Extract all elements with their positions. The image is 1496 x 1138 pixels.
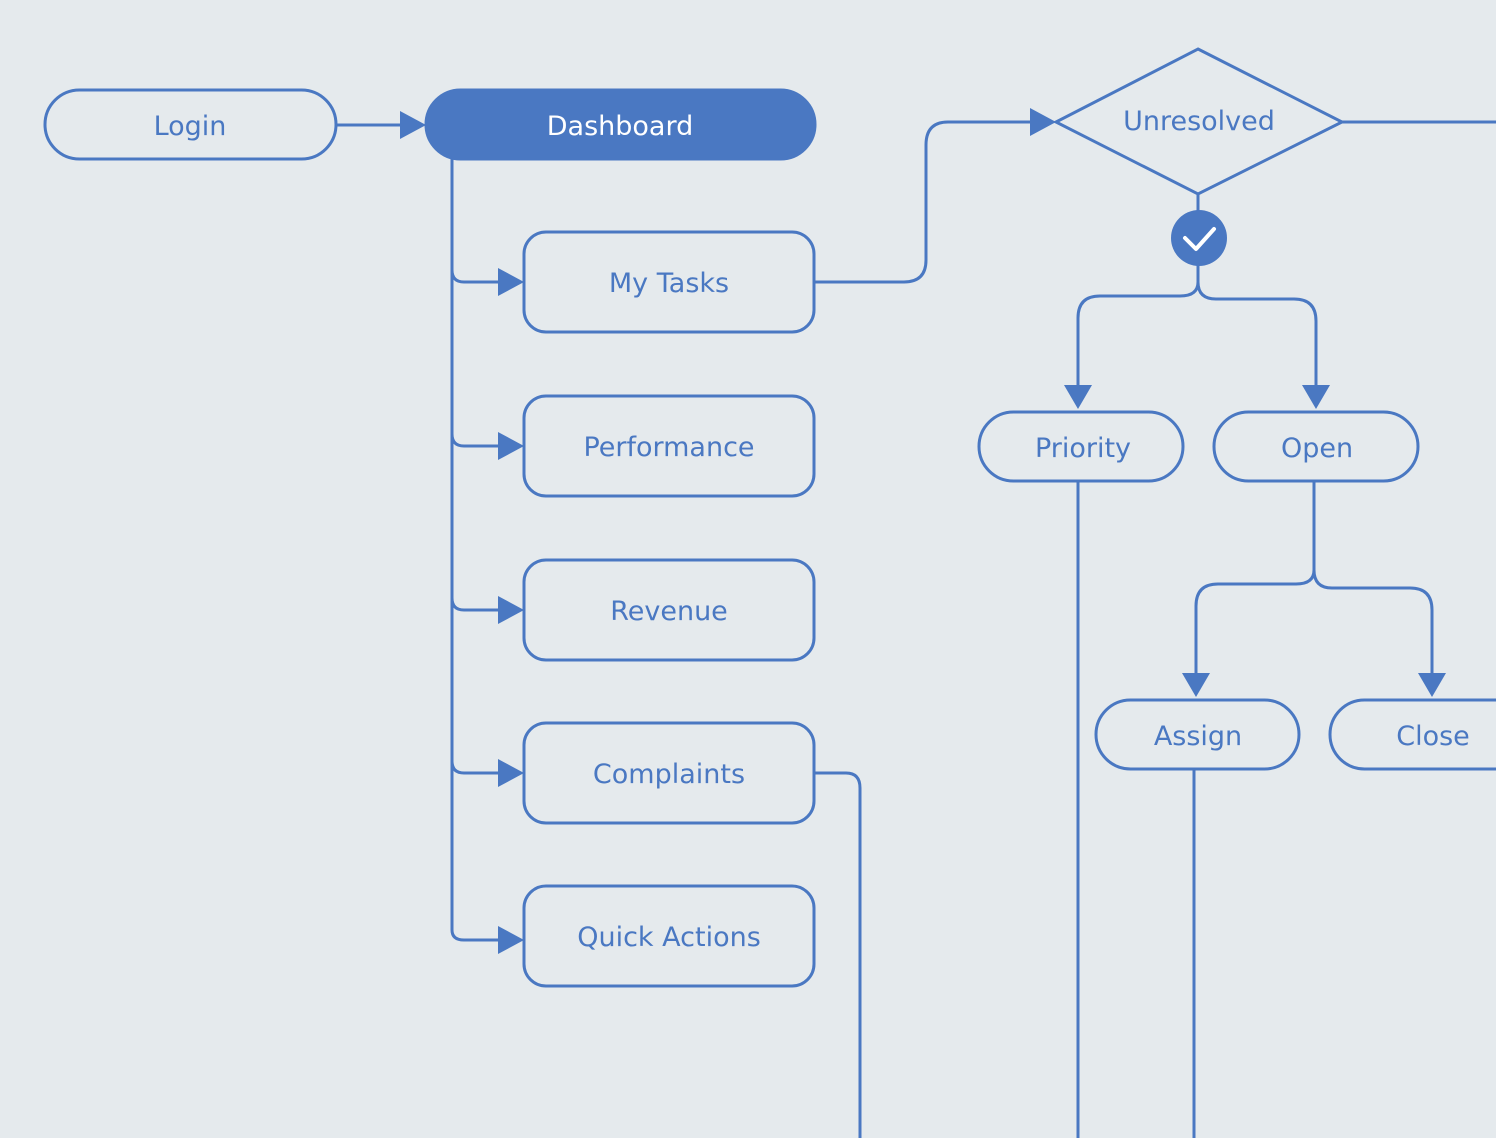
node-assign[interactable]: Assign	[1094, 698, 1301, 771]
node-performance[interactable]: Performance	[522, 394, 816, 498]
node-assign-label: Assign	[1154, 721, 1242, 752]
node-priority[interactable]: Priority	[977, 410, 1185, 483]
edge-my-tasks-unresolved	[812, 120, 1034, 284]
node-dashboard-label: Dashboard	[547, 111, 693, 142]
arrow-head	[498, 268, 524, 296]
arrow-head	[1302, 385, 1330, 409]
node-complaints-label: Complaints	[593, 759, 745, 790]
arrow-head	[498, 926, 524, 954]
node-close-label: Close	[1396, 721, 1470, 752]
arrow-head	[1064, 385, 1092, 409]
edge-complaints-offscreen	[812, 771, 862, 1138]
node-complaints[interactable]: Complaints	[522, 721, 816, 825]
node-my-tasks-label: My Tasks	[609, 268, 729, 299]
arrow-head	[1030, 108, 1056, 136]
arrow-head	[498, 596, 524, 624]
arrow-head	[400, 111, 426, 139]
node-priority-label: Priority	[1035, 433, 1131, 464]
decision-unresolved-label: Unresolved	[1123, 106, 1275, 137]
edges	[334, 108, 1496, 1138]
edge-to-assign	[1194, 568, 1316, 678]
decision-unresolved[interactable]: Unresolved	[1052, 47, 1346, 196]
edge-to-performance	[450, 432, 502, 448]
node-revenue-label: Revenue	[610, 596, 728, 627]
node-quick-actions[interactable]: Quick Actions	[522, 884, 816, 988]
arrow-head	[1182, 673, 1210, 697]
node-performance-label: Performance	[583, 432, 754, 463]
check-icon	[1171, 210, 1227, 266]
edge-to-revenue	[450, 596, 502, 612]
arrow-head	[498, 759, 524, 787]
arrow-head	[498, 432, 524, 460]
arrow-head	[1418, 673, 1446, 697]
node-close[interactable]: Close	[1328, 698, 1496, 771]
node-login[interactable]: Login	[43, 88, 338, 161]
node-login-label: Login	[154, 111, 227, 142]
node-my-tasks[interactable]: My Tasks	[522, 230, 816, 334]
node-open[interactable]: Open	[1212, 410, 1420, 483]
edge-to-close	[1312, 568, 1434, 678]
edge-to-my-tasks	[450, 268, 502, 284]
edge-to-priority	[1076, 280, 1200, 390]
edge-to-complaints	[450, 759, 502, 775]
node-quick-actions-label: Quick Actions	[577, 922, 761, 953]
node-open-label: Open	[1281, 433, 1353, 464]
edge-dashboard-trunk	[450, 156, 502, 942]
node-revenue[interactable]: Revenue	[522, 558, 816, 662]
edge-to-open	[1196, 280, 1318, 390]
node-dashboard[interactable]: Dashboard	[424, 88, 817, 161]
